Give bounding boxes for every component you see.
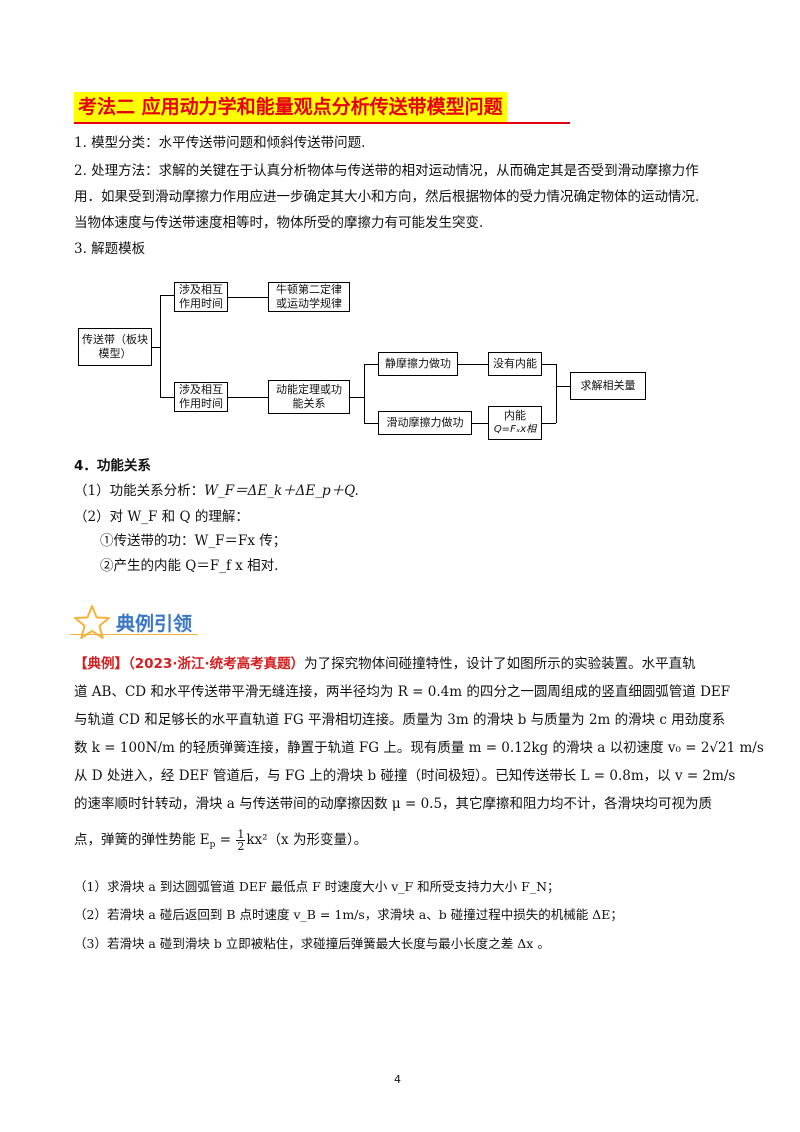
s4-line-3: ①传送带的功：W_F＝Fx 传； [100, 533, 287, 549]
flow-line [160, 397, 174, 398]
item-2-line-1: 2. 处理方法：求解的关键在于认真分析物体与传送带的相对运动情况，从而确定其是否… [74, 163, 699, 179]
star-icon [74, 605, 110, 639]
item-2-line-2: 用．如果受到滑动摩擦力作用应进一步确定其大小和方向，然后根据物体的受力情况确定物… [74, 189, 700, 205]
item-1: 1. 模型分类：水平传送带问题和倾斜传送带问题. [74, 135, 366, 151]
example-line-7-post: kx²（x 为形变量）。 [246, 832, 368, 848]
flow-line [542, 423, 556, 424]
flow-b2-box: 动能定理或功能关系 [268, 380, 350, 414]
flow-d2-label: 内能 [504, 409, 526, 422]
flow-line [542, 364, 556, 365]
s4-line-4: ②产生的内能 Q＝F_f x 相对. [100, 558, 279, 574]
flow-end-box: 求解相关量 [570, 372, 646, 400]
section-title: 考法二 应用动力学和能量观点分析传送带模型问题 [78, 96, 503, 118]
flow-d1-box: 滑动摩擦力做功 [378, 411, 472, 435]
title-underline [74, 122, 570, 124]
flow-line [160, 295, 174, 296]
flow-a2-box: 牛顿第二定律或运动学规律 [268, 282, 350, 312]
example-line-6: 的速率顺时针转动，滑块 a 与传送带间的动摩擦因数 μ = 0.5，其它摩擦和阻… [74, 796, 713, 812]
question-1: （1）求滑块 a 到达圆弧管道 DEF 最低点 F 时速度大小 v_F 和所受支… [74, 879, 560, 894]
section-title-highlight: 考法二 应用动力学和能量观点分析传送带模型问题 [74, 92, 507, 122]
item-2-line-3: 当物体速度与传送带速度相等时，物体所受的摩擦力有可能发生突变. [74, 215, 484, 231]
flow-b1-box: 涉及相互作用时间 [174, 382, 228, 412]
flow-d2-formula: Q=Fₓx相 [493, 424, 537, 435]
fraction-numerator: 1 [236, 828, 246, 841]
page-number: 4 [394, 1073, 401, 1086]
section-4-heading: 4．功能关系 [74, 458, 151, 474]
s4-line-2: （2）对 W_F 和 Q 的理解： [74, 509, 249, 525]
question-3: （3）若滑块 a 碰到滑块 b 立即被粘住，求碰撞后弹簧最大长度与最小长度之差 … [74, 936, 550, 951]
flowchart: 传送带（板块模型） 涉及相互作用时间 牛顿第二定律或运动学规律 涉及相互作用时间… [74, 270, 646, 445]
flow-c2-box: 没有内能 [488, 352, 542, 376]
example-line-5: 从 D 处进入，经 DEF 管道后，与 FG 上的滑块 b 碰撞（时间极短）。已… [74, 768, 736, 784]
flow-line [228, 297, 268, 298]
flow-a1-box: 涉及相互作用时间 [174, 282, 228, 312]
flow-d2-box: 内能 Q=Fₓx相 [488, 406, 542, 440]
question-2: （2）若滑块 a 碰后返回到 B 点时速度 v_B = 1m/s，求滑块 a、b… [74, 907, 623, 922]
s4-line-1-formula: W_F＝ΔE_k＋ΔE_p＋Q. [204, 483, 359, 499]
example-line-1-text: 为了探究物体间碰撞特性，设计了如图所示的实验装置。水平直轨 [304, 656, 696, 672]
example-tag: 【典例】 [74, 656, 128, 672]
flow-line [556, 364, 557, 423]
flow-line [364, 423, 378, 424]
flow-line [556, 386, 570, 387]
example-line-4: 数 k = 100N/m 的轻质弹簧连接，静置于轨道 FG 上。现有质量 m =… [74, 740, 764, 756]
s4-line-1: （1）功能关系分析：W_F＝ΔE_k＋ΔE_p＋Q. [74, 482, 359, 500]
example-line-1: 【典例】（2023·浙江·统考高考真题）为了探究物体间碰撞特性，设计了如图所示的… [74, 655, 696, 673]
flow-line [160, 295, 161, 397]
flow-line [152, 347, 160, 348]
flow-line [458, 364, 488, 365]
example-heading-underline [70, 634, 198, 635]
flow-line [364, 364, 378, 365]
flow-root-box: 传送带（板块模型） [78, 328, 152, 366]
example-line-2: 道 AB、CD 和水平传送带平滑无缝连接，两半径均为 R = 0.4m 的四分之… [74, 684, 731, 700]
example-line-3: 与轨道 CD 和足够长的水平直轨道 FG 平滑相切连接。质量为 3m 的滑块 b… [74, 712, 726, 728]
item-3: 3. 解题模板 [74, 241, 146, 257]
s4-line-1-label: （1）功能关系分析： [74, 483, 205, 499]
flow-line [472, 423, 488, 424]
example-source: （2023·浙江·统考高考真题） [128, 656, 305, 672]
flow-line [228, 397, 268, 398]
example-line-7-pre: 点，弹簧的弹性势能 E [74, 832, 210, 848]
fraction-denominator: 2 [237, 840, 245, 853]
flow-line [364, 364, 365, 423]
flow-line [350, 397, 364, 398]
flow-c1-box: 静摩擦力做功 [378, 352, 458, 376]
example-heading: 典例引领 [116, 613, 193, 635]
